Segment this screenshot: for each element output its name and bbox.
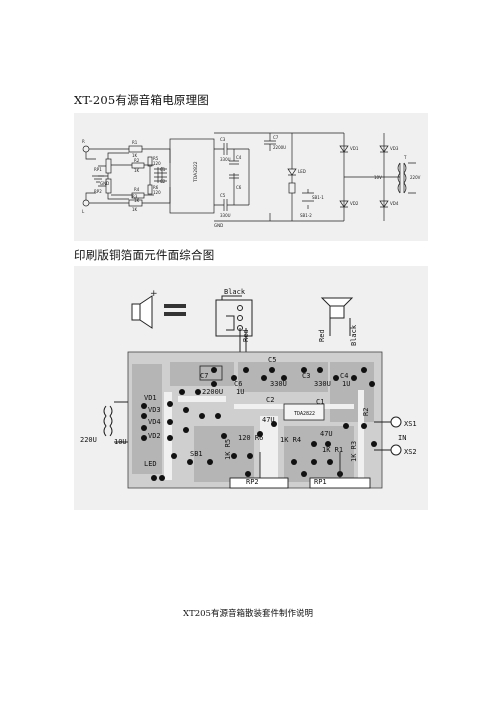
pcb-vd1: VD1	[144, 394, 157, 402]
pcb-diagram: +	[74, 266, 428, 510]
c3-value: 330U	[220, 157, 231, 162]
sb1-label: SB1-1	[312, 195, 324, 200]
c4-label: C4	[236, 155, 242, 160]
ic-label: TDA2822	[193, 161, 199, 183]
pcb-c5: C5	[268, 356, 276, 364]
pcb-c3-value: 330U	[314, 380, 331, 388]
r6-value: 120	[153, 190, 161, 195]
pcb-10v: 10U	[114, 438, 127, 446]
gnd-label-left: GND	[100, 181, 109, 186]
vd3-label: VD3	[390, 146, 399, 151]
c1-label: C1	[160, 167, 166, 172]
r6-label: R6	[153, 185, 159, 190]
pcb-r5: 1K R5	[224, 439, 232, 460]
pcb-ic-label: TDA2822	[294, 411, 315, 417]
c6-label: C6	[236, 185, 242, 190]
vd1-label: VD1	[350, 146, 359, 151]
pcb-xs1: XS1	[404, 420, 417, 428]
pcb-led: LED	[144, 460, 157, 468]
pcb-c7: C7	[200, 372, 208, 380]
pcb-heading: 印刷版铜箔面元件面综合图	[74, 248, 215, 262]
pcb-c2: C2	[266, 396, 274, 404]
pcb-red-left: Red	[242, 329, 250, 342]
pcb-r6: 120 R6	[238, 434, 263, 442]
pcb-vd2: VD2	[148, 432, 161, 440]
pcb-in: IN	[398, 434, 406, 442]
pin-r-label: R	[82, 139, 85, 144]
pcb-rp1: RP1	[314, 478, 327, 486]
sb2-label: SB1-2	[300, 213, 312, 218]
pin-l-label: L	[82, 209, 85, 214]
pcb-vd3: VD3	[148, 406, 161, 414]
c3-label: C3	[220, 137, 226, 142]
schematic-diagram: R L R1 1K R2 1K RP1 RP2 GND R4 1K R3 1K …	[74, 113, 428, 241]
r1-label: R1	[132, 140, 138, 145]
c7-label: C7	[273, 135, 279, 140]
pcb-rp2: RP2	[246, 478, 259, 486]
pcb-r2-vertical: R2	[362, 408, 370, 416]
r4-label: R4	[134, 187, 140, 192]
pcb-c6: C6	[234, 380, 242, 388]
r4-value: 1K	[134, 198, 140, 203]
c2-label: C2	[160, 179, 166, 184]
pcb-xs2: XS2	[404, 448, 417, 456]
r1-value: 1K	[132, 153, 138, 158]
transformer-label: T	[403, 155, 407, 160]
pcb-vd4: VD4	[148, 418, 161, 426]
schematic-heading: XT-205有源音箱电原理图	[74, 93, 210, 107]
pcb-c6-value: 1U	[236, 388, 244, 396]
r3-label: R3	[132, 194, 138, 199]
pcb-c3: C3	[302, 372, 310, 380]
pcb-c4: C4	[340, 372, 348, 380]
r5-label: R5	[153, 156, 159, 161]
pcb-c5-value: 330U	[270, 380, 287, 388]
pcb-c4-value: 1U	[342, 380, 350, 388]
pcb-c1-value: 47U	[320, 430, 333, 438]
c7-value: 2200U	[273, 145, 286, 150]
led-label: LED	[298, 169, 306, 174]
pcb-c2-value: 47U	[262, 416, 275, 424]
rp1-label: RP1	[94, 167, 102, 172]
r2-label: R2	[134, 158, 140, 163]
pcb-r3: 1K R3	[350, 441, 358, 462]
pcb-c1: C1	[316, 398, 324, 406]
pcb-black-right: Black	[350, 324, 358, 346]
t-10v-label: 10V	[374, 175, 382, 180]
pcb-220v: 220U	[80, 436, 97, 444]
r2-value: 1K	[134, 168, 140, 173]
pcb-c7-value: 2200U	[202, 388, 223, 396]
pcb-red-right: Red	[318, 329, 326, 342]
r5-value: 120	[153, 161, 161, 166]
document-footer: XT205有源音箱散装套件制作说明	[183, 609, 313, 619]
vd2-label: VD2	[350, 201, 359, 206]
t-220v-label: 220V	[410, 175, 421, 180]
pcb-black-top: Black	[224, 288, 246, 296]
r3-value: 1K	[132, 207, 138, 212]
c5-label: C5	[220, 193, 226, 198]
pcb-r4: 1K R4	[280, 436, 301, 444]
pcb-r2: 1K R1	[322, 446, 343, 454]
vd4-label: VD4	[390, 201, 399, 206]
rp2-label: RP2	[94, 189, 102, 194]
gnd-label-bottom: GND	[214, 223, 223, 228]
pcb-sb1: SB1	[190, 450, 203, 458]
svg-text:+: +	[150, 289, 158, 299]
c5-value: 330U	[220, 213, 231, 218]
